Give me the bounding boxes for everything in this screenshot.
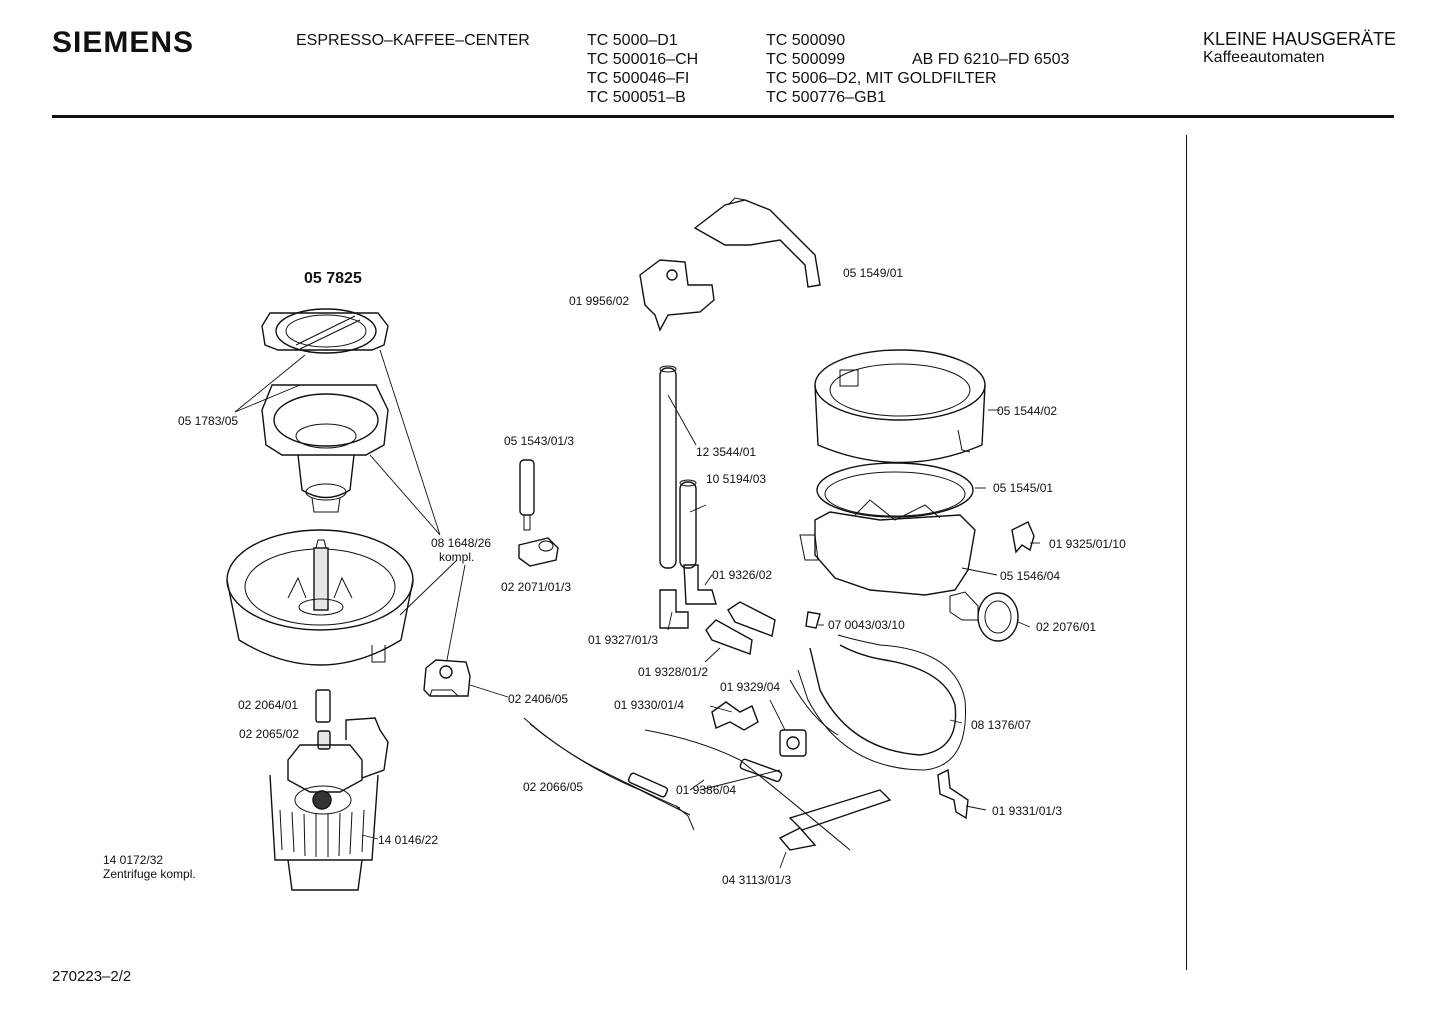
shaft-part-drawing	[315, 689, 331, 723]
model-item: TC 500046–FI	[587, 70, 690, 87]
model-range: AB FD 6210–FD 6503	[912, 51, 1070, 68]
insulation-strip-drawing	[778, 789, 892, 851]
part-label: 01 9331/01/3	[992, 804, 1063, 818]
model-item: TC 500776–GB1	[766, 89, 887, 106]
part-label: 08 1376/07	[971, 718, 1032, 732]
part-label: 01 9329/04	[720, 680, 781, 694]
cap-drawing	[518, 537, 559, 567]
part-label: 05 1543/01/3	[504, 434, 575, 448]
part-label: 04 3113/01/3	[722, 873, 792, 887]
knob-drawing	[949, 591, 1019, 642]
elbow-fitting-drawing	[659, 589, 689, 629]
part-label: 14 0146/22	[378, 833, 439, 847]
switch-drawing	[423, 659, 471, 697]
filter-insert-drawing	[261, 308, 389, 354]
sleeve-part-drawing	[317, 730, 331, 750]
hose-sleeve-drawing	[705, 601, 776, 655]
part-label: 08 1648/26	[431, 536, 492, 550]
centrifuge-bowl-drawing	[226, 529, 414, 666]
part-label: 01 9956/02	[569, 294, 630, 308]
model-item: TC 5000–D1	[587, 32, 678, 49]
part-label: 02 2066/05	[523, 780, 584, 794]
model-item: TC 500016–CH	[587, 51, 699, 68]
clip-drawing	[1011, 521, 1035, 554]
part-label: 02 2065/02	[239, 727, 300, 741]
part-label: 12 3544/01	[696, 445, 757, 459]
vertical-divider	[1186, 135, 1187, 970]
clip-small-drawing	[805, 611, 821, 629]
part-label: 02 2071/01/3	[501, 580, 572, 594]
part-label: 02 2076/01	[1036, 620, 1097, 634]
siemens-logo: SIEMENS	[52, 26, 195, 59]
category-subtitle: Kaffeeautomaten	[1203, 49, 1325, 66]
filter-holder-drawing	[261, 384, 389, 513]
part-label: 01 9327/01/3	[588, 633, 659, 647]
motor-unit-drawing	[269, 717, 389, 891]
part-label: 10 5194/03	[706, 472, 767, 486]
tube-long-drawing	[659, 365, 677, 569]
part-label: 01 9386/04	[676, 783, 737, 797]
fitting-drawing	[683, 564, 717, 605]
part-label: 01 9326/02	[712, 568, 773, 582]
base-plate-drawing	[799, 499, 976, 596]
part-label: 02 2406/05	[508, 692, 569, 706]
model-item: TC 5006–D2, MIT GOLDFILTER	[766, 70, 997, 87]
part-label: Zentrifuge kompl.	[103, 867, 196, 881]
part-label: 05 1783/05	[178, 414, 239, 428]
spring-clip-drawing	[711, 701, 759, 731]
tube-short-drawing	[679, 479, 697, 569]
part-label: 02 2064/01	[238, 698, 299, 712]
part-label: 01 9330/01/4	[614, 698, 685, 712]
category-title: KLEINE HAUSGERÄTE	[1203, 29, 1397, 49]
part-label: 05 1549/01	[843, 266, 904, 280]
part-label: 05 1544/02	[997, 404, 1058, 418]
part-label: 05 1545/01	[993, 481, 1054, 495]
header-divider	[52, 115, 1394, 118]
wire-harness-drawing	[523, 717, 695, 831]
part-label: 01 9325/01/10	[1049, 537, 1126, 551]
part-label: 05 1546/04	[1000, 569, 1061, 583]
bracket-drawing	[639, 259, 715, 332]
part-label: 14 0172/32	[103, 853, 164, 867]
cable-drawing	[644, 729, 851, 851]
connector-drawing	[779, 729, 807, 757]
model-item: TC 500051–B	[587, 89, 686, 106]
clamp-drawing	[937, 768, 969, 820]
u-hose-drawing	[789, 634, 966, 771]
product-title: ESPRESSO–KAFFEE–CENTER	[296, 32, 530, 49]
document-number: 270223–2/2	[52, 968, 132, 985]
assembly-label: 05 7825	[304, 270, 362, 287]
part-label: 07 0043/03/10	[828, 618, 905, 632]
model-list-2: TC 500090 TC 500099 TC 5006–D2, MIT GOLD…	[766, 31, 997, 107]
part-label: 01 9328/01/2	[638, 665, 709, 679]
part-label: kompl.	[439, 550, 475, 564]
seal-ring-drawing	[816, 462, 974, 518]
pin-drawing	[519, 459, 535, 531]
lever-drawing	[693, 197, 821, 288]
model-item: TC 500099	[766, 51, 846, 68]
model-item: TC 500090	[766, 32, 846, 49]
model-list-1: TC 5000–D1 TC 500016–CH TC 500046–FI TC …	[587, 31, 698, 107]
heater-ring-drawing	[814, 349, 986, 464]
leader-lines	[234, 349, 1040, 869]
